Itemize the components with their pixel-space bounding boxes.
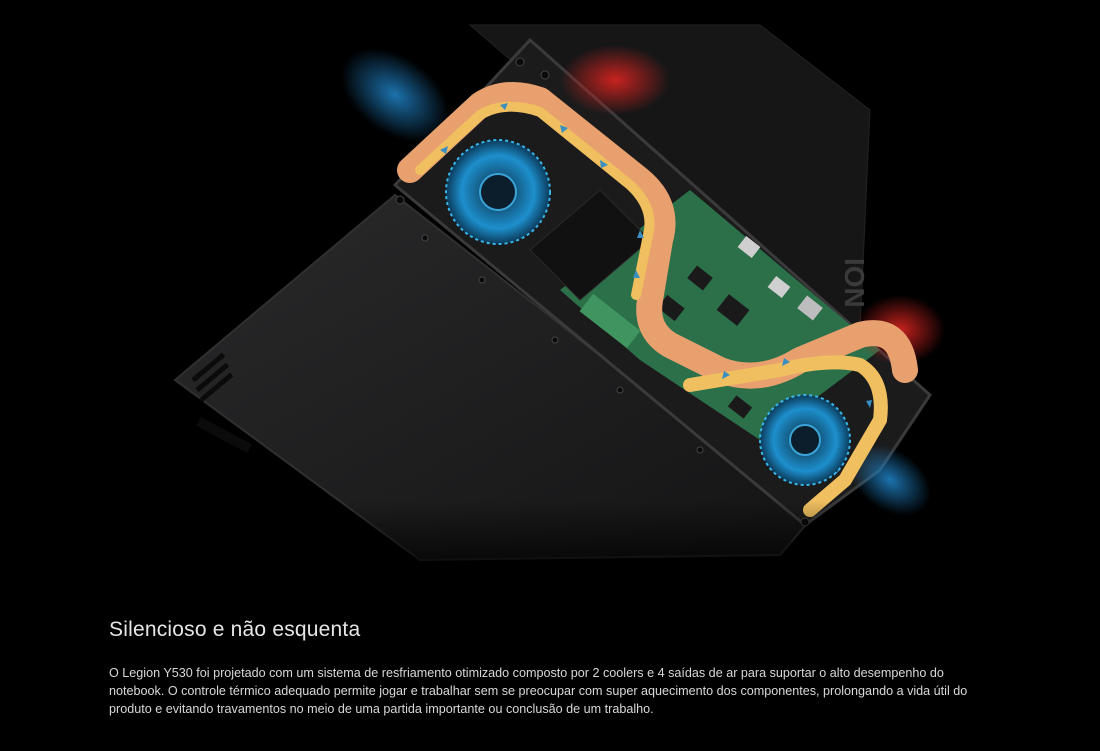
heatpipe-inner-2 — [683, 355, 888, 517]
heatpipe-inner — [415, 101, 655, 300]
hero-illustration: ION — [0, 24, 1100, 590]
lid-logo: ION — [839, 258, 870, 308]
fan-right-icon — [759, 394, 851, 486]
feature-section: Silencioso e não esquenta O Legion Y530 … — [109, 618, 989, 718]
motherboard-components — [579, 235, 823, 419]
flow-arrows — [440, 103, 872, 476]
cool-air-left — [341, 48, 449, 142]
cool-air-right — [849, 444, 931, 516]
bottom-vents — [191, 352, 252, 454]
fan-left-icon — [445, 139, 551, 245]
hot-air-top — [560, 45, 670, 115]
heatpipe-outer — [397, 82, 918, 389]
section-title: Silencioso e não esquenta — [109, 618, 361, 641]
section-description: O Legion Y530 foi projetado com um siste… — [109, 666, 968, 716]
